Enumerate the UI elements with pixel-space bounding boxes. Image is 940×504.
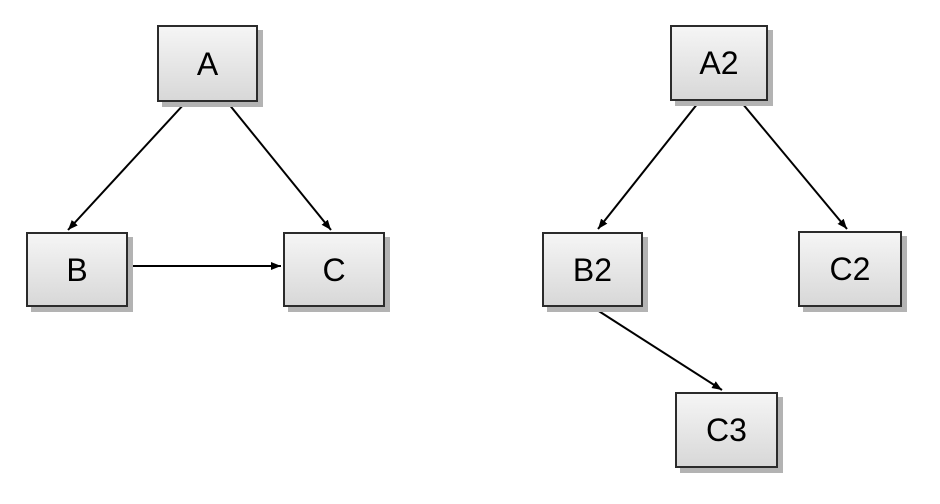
- node-label: A: [196, 45, 219, 82]
- edge-A2-B2: [597, 102, 699, 230]
- node-label: C: [322, 251, 346, 288]
- node-label: B2: [572, 251, 613, 288]
- node-label: B: [66, 251, 88, 288]
- node-B: B: [26, 232, 128, 307]
- node-C2: C2: [798, 231, 902, 307]
- node-A: A: [157, 25, 258, 102]
- edge-A-C: [227, 102, 332, 231]
- node-C3: C3: [675, 392, 778, 468]
- node-label: A2: [699, 45, 739, 81]
- edge-B2-C3: [593, 307, 723, 391]
- node-C: C: [283, 232, 385, 307]
- node-B2: B2: [542, 232, 643, 307]
- edges-group: [67, 102, 848, 391]
- node-label: C3: [706, 412, 747, 448]
- node-A2: A2: [670, 25, 768, 101]
- edge-A-B: [67, 102, 186, 231]
- node-label: C2: [829, 251, 871, 287]
- edge-A2-C2: [741, 102, 848, 230]
